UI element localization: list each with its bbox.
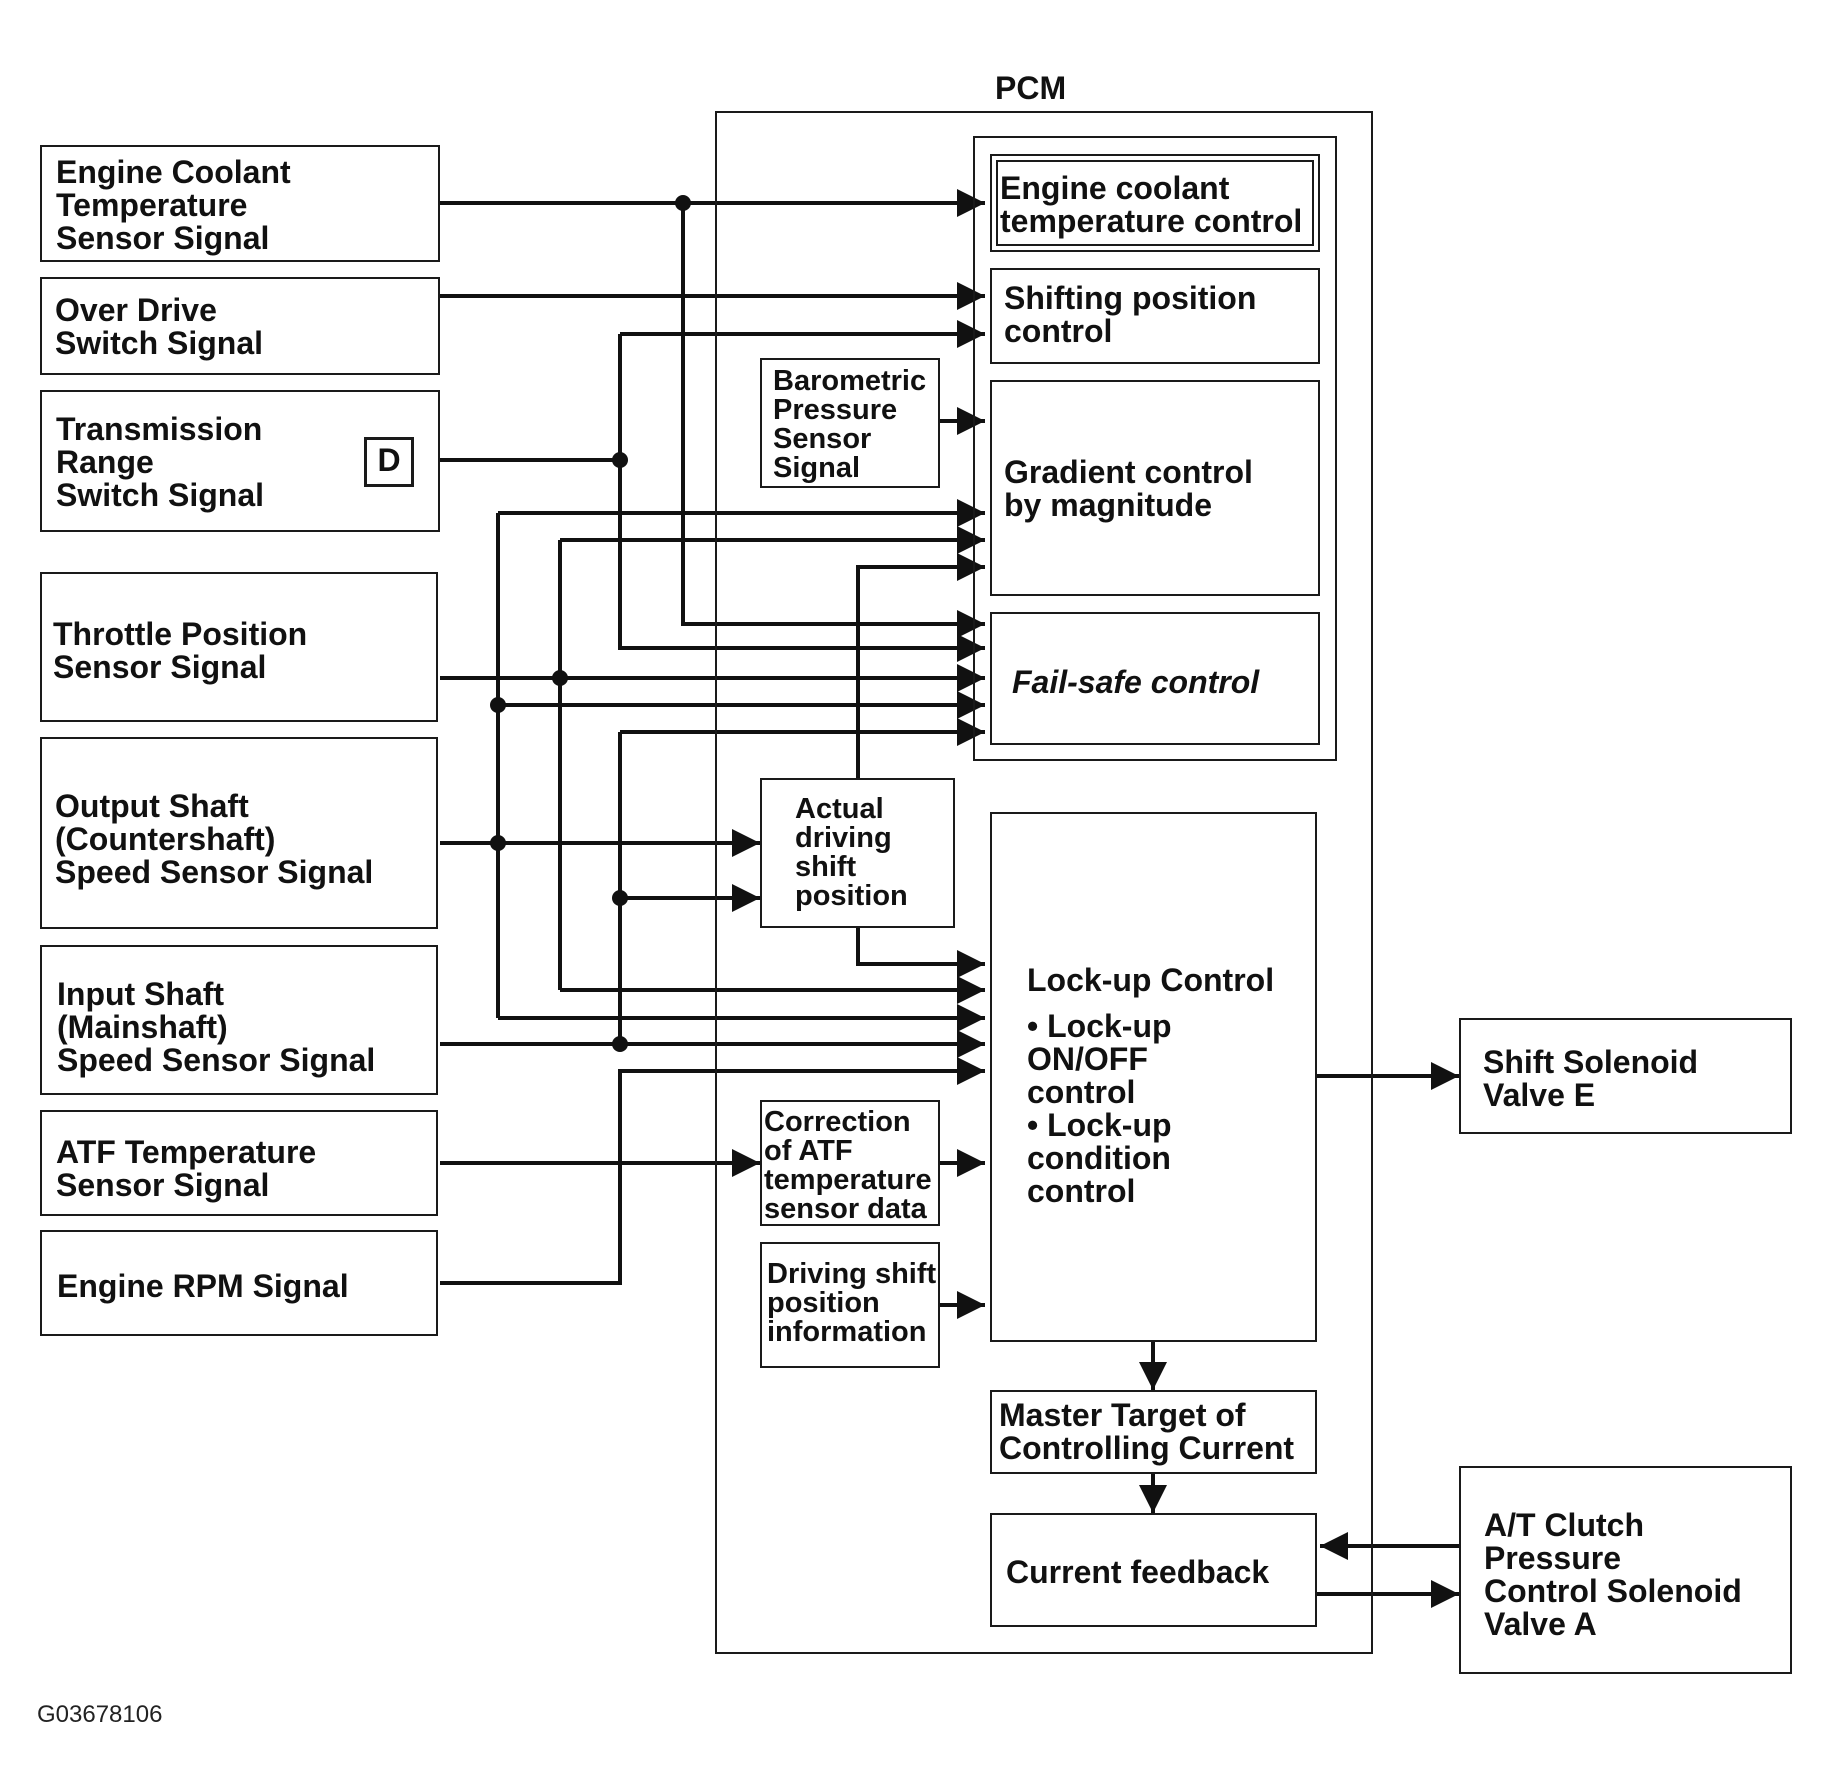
atf-correction-label: Correction of ATF temperature sensor dat… [764,1106,932,1225]
lockup-control-items: • Lock-up ON/OFF control • Lock-up condi… [1027,1008,1172,1209]
master-target-box [990,1390,1317,1474]
od-signal-box [40,277,440,375]
failsafe-control-label: Fail-safe control [1012,664,1260,700]
clutch-solenoid-box [1459,1466,1792,1674]
ect-signal-label: Engine Coolant Temperature Sensor Signal [56,154,291,256]
actual-shift-position-box [760,778,955,928]
figure-id: G03678106 [37,1701,163,1728]
lockup-control-box [990,812,1317,1342]
control-group-frame [973,136,1337,761]
tp-signal-box [40,572,438,722]
shift-solenoid-box [1459,1018,1792,1134]
rpm-signal-box [40,1230,438,1336]
shift-control-box [990,268,1320,364]
atf-signal-label: ATF Temperature Sensor Signal [56,1134,317,1203]
shift-control-label: Shifting position control [1004,280,1257,349]
baro-sensor-label: Barometric Pressure Sensor Signal [773,365,927,484]
lockup-control-title: Lock-up Control [1027,962,1275,998]
dsp-info-box [760,1242,940,1368]
wire-rpm-to-lockup [440,1057,985,1285]
tr-signal-label: Transmission Range Switch Signal [56,411,265,513]
iss-signal-label: Input Shaft (Mainshaft) Speed Sensor Sig… [57,976,376,1078]
shift-solenoid-label: Shift Solenoid Valve E [1483,1044,1699,1113]
baro-sensor-box [760,358,940,488]
junction-dot [612,890,628,906]
dsp-info-label: Driving shift position information [767,1258,937,1348]
wire-actual-to-lockup [856,928,985,978]
junction-dot [612,1036,628,1052]
wire-actual-to-gradient [856,553,985,778]
oss-signal-box [40,737,438,929]
failsafe-control-box [990,612,1320,745]
wire-ect-to-failsafe [681,203,985,638]
tp-signal-label: Throttle Position Sensor Signal [53,616,308,685]
gradient-control-box [990,380,1320,596]
gradient-control-label: Gradient control by magnitude [1004,454,1253,523]
wire-tr-to-failsafe [618,334,985,662]
junction-dot [552,670,568,686]
junction-dot [490,697,506,713]
rpm-signal-label: Engine RPM Signal [57,1268,349,1304]
junction-dot [612,452,628,468]
d-range-badge: D [364,437,414,487]
current-feedback-label: Current feedback [1006,1554,1270,1590]
od-signal-label: Over Drive Switch Signal [55,292,264,361]
ect-signal-box [40,145,440,262]
iss-signal-box [40,945,438,1095]
pcm-title: PCM [995,70,1067,106]
ect-control-box [990,154,1320,252]
oss-signal-label: Output Shaft (Countershaft) Speed Sensor… [55,788,374,890]
master-target-label: Master Target of Controlling Current [999,1397,1295,1466]
clutch-solenoid-label: A/T Clutch Pressure Control Solenoid Val… [1484,1507,1742,1642]
atf-correction-box [760,1100,940,1226]
ect-control-label: Engine coolant temperature control [1000,170,1303,239]
pcm-frame [715,111,1373,1654]
actual-shift-position-label: Actual driving shift position [795,793,908,912]
junction-dot [675,195,691,211]
junction-dot [490,835,506,851]
current-feedback-box [990,1513,1317,1627]
atf-signal-box [40,1110,438,1216]
